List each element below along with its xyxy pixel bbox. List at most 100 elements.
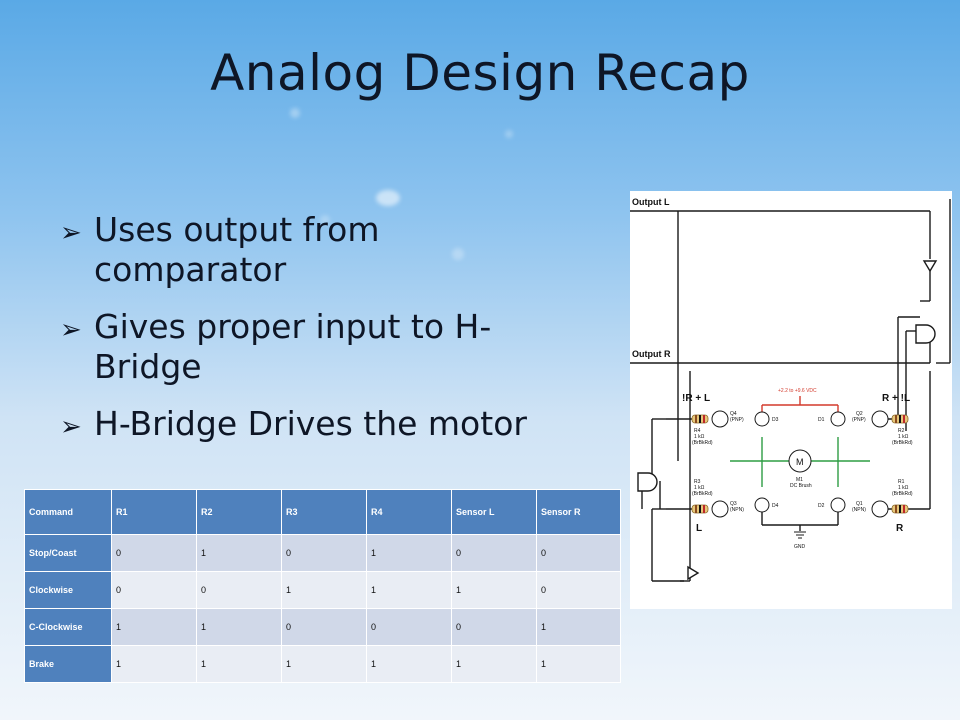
table-cell: 0	[281, 534, 367, 572]
table-row: C-Clockwise 1 1 0 0 0 1	[24, 608, 621, 646]
r2-code: (BrBkRd)	[892, 440, 913, 446]
not-gate-icon	[687, 565, 700, 581]
bullet-list: ➢ Uses output from comparator ➢ Gives pr…	[60, 210, 560, 464]
table-cell: 1	[111, 608, 197, 646]
table-cell: 0	[281, 608, 367, 646]
column-header: Sensor L	[451, 489, 537, 535]
table-cell: 1	[196, 534, 282, 572]
r4-code: (BrBkRd)	[692, 440, 713, 446]
command-cell: Brake	[24, 645, 112, 683]
table-cell: 1	[281, 645, 367, 683]
r4-label: R4	[694, 428, 701, 434]
q2-type: (PNP)	[852, 417, 866, 423]
r3-label: R3	[694, 479, 701, 485]
table-cell: 0	[366, 608, 452, 646]
background-bokeh	[320, 215, 330, 225]
q4-label: Q4	[730, 411, 737, 417]
supply-label: +2.2 to +9.6 VDC	[778, 388, 817, 394]
output-l-label: Output L	[632, 197, 670, 207]
transistor-icon	[871, 500, 889, 518]
r3-value: 1 kΩ	[694, 485, 705, 491]
output-r-label: Output R	[632, 349, 671, 359]
arrow-bullet-icon: ➢	[60, 412, 82, 442]
bullet-item: ➢ H-Bridge Drives the motor	[60, 404, 560, 447]
background-bokeh	[290, 108, 300, 118]
r1-code: (BrBkRd)	[892, 491, 913, 497]
bullet-item: ➢ Uses output from comparator	[60, 210, 560, 290]
background-bokeh	[452, 248, 464, 260]
diode-icon	[830, 497, 846, 513]
table-row: Stop/Coast 0 1 0 1 0 0	[24, 534, 621, 572]
table-cell: 0	[196, 571, 282, 609]
table-cell: 1	[111, 645, 197, 683]
q3-label: Q3	[730, 501, 737, 507]
table-cell: 1	[366, 534, 452, 572]
column-header: R3	[281, 489, 367, 535]
r1-value: 1 kΩ	[898, 485, 909, 491]
table-row: Clockwise 0 0 1 1 1 0	[24, 571, 621, 609]
diode-icon	[830, 411, 846, 427]
resistor-icon	[891, 504, 909, 514]
right-bottom-input-label: R	[896, 523, 904, 534]
motor-icon	[788, 449, 812, 473]
column-header: R1	[111, 489, 197, 535]
table-row: Brake 1 1 1 1 1 1	[24, 645, 621, 683]
diode-icon	[754, 497, 770, 513]
motor-id-label: M1	[796, 477, 803, 483]
q1-label: Q1	[856, 501, 863, 507]
command-cell: Stop/Coast	[24, 534, 112, 572]
resistor-icon	[691, 414, 709, 424]
table-cell: 1	[196, 645, 282, 683]
truth-table: Command R1 R2 R3 R4 Sensor L Sensor R St…	[24, 489, 621, 683]
d1-label: D1	[818, 417, 825, 423]
table-cell: 0	[536, 534, 621, 572]
gnd-icon	[794, 531, 806, 539]
column-header: Sensor R	[536, 489, 621, 535]
arrow-bullet-icon: ➢	[60, 218, 82, 248]
table-cell: 1	[536, 645, 621, 683]
table-cell: 0	[111, 534, 197, 572]
q3-type: (NPN)	[730, 507, 744, 513]
table-cell: 1	[451, 645, 537, 683]
bullet-item: ➢ Gives proper input to H-Bridge	[60, 307, 560, 387]
diode-icon	[754, 411, 770, 427]
h-bridge-circuit-diagram: Output L Output R GND +2.	[630, 191, 952, 609]
q1-type: (NPN)	[852, 507, 866, 513]
resistor-icon	[691, 504, 709, 514]
column-header: Command	[24, 489, 112, 535]
circuit-svg: Output L Output R GND +2.	[630, 197, 951, 582]
background-bokeh	[505, 130, 513, 138]
table-cell: 0	[111, 571, 197, 609]
transistor-icon	[711, 500, 729, 518]
arrow-bullet-icon: ➢	[60, 315, 82, 345]
gnd-label: GND	[794, 544, 806, 550]
table-cell: 1	[366, 571, 452, 609]
table-cell: 1	[281, 571, 367, 609]
q2-label: Q2	[856, 411, 863, 417]
background-bokeh	[376, 190, 400, 206]
left-bottom-input-label: L	[696, 523, 702, 534]
column-header: R2	[196, 489, 282, 535]
table-cell: 0	[451, 608, 537, 646]
d4-label: D4	[772, 503, 779, 509]
r2-label: R2	[898, 428, 905, 434]
command-cell: C-Clockwise	[24, 608, 112, 646]
and-gate-icon	[915, 324, 936, 344]
d2-label: D2	[818, 503, 825, 509]
d3-label: D3	[772, 417, 779, 423]
motor-symbol: M	[796, 457, 804, 467]
transistor-icon	[711, 410, 729, 428]
table-cell: 0	[536, 571, 621, 609]
bullet-text: Uses output from comparator	[94, 210, 380, 289]
table-cell: 0	[451, 534, 537, 572]
command-cell: Clockwise	[24, 571, 112, 609]
right-top-input-label: R + !L	[882, 393, 910, 404]
table-cell: 1	[451, 571, 537, 609]
column-header: R4	[366, 489, 452, 535]
r4-value: 1 kΩ	[694, 434, 705, 440]
motor-type-label: DC Brush	[790, 483, 812, 489]
r2-value: 1 kΩ	[898, 434, 909, 440]
r1-label: R1	[898, 479, 905, 485]
transistor-icon	[871, 410, 889, 428]
left-top-input-label: !R + L	[682, 393, 710, 404]
